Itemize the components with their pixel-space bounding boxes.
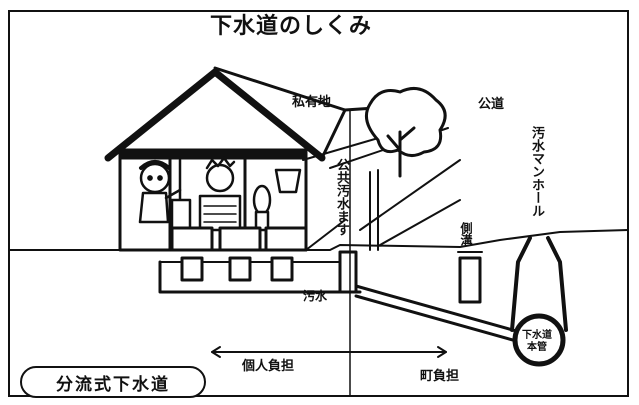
tree bbox=[364, 86, 447, 178]
sewer-main-label: 下水道本管 bbox=[522, 330, 552, 353]
system-type-badge: 分流式下水道 bbox=[20, 366, 206, 398]
burden-arrow bbox=[211, 346, 447, 358]
house-foundation bbox=[170, 226, 308, 252]
town-burden-label: 町負担 bbox=[420, 369, 460, 384]
wastewater-label: 汚水 bbox=[303, 289, 328, 303]
person-figure bbox=[138, 160, 182, 224]
ground-line bbox=[9, 229, 629, 251]
bathtub-figure bbox=[198, 156, 242, 232]
private-land-label: 私有地 bbox=[292, 95, 332, 110]
sewage-manhole-label: 汚水マンホール bbox=[529, 126, 544, 217]
public-sewage-basin-label: 公共汚水ます bbox=[334, 158, 349, 236]
side-gutter-label: 側溝 bbox=[459, 222, 473, 246]
public-road-label: 公道 bbox=[478, 97, 505, 112]
downpipe bbox=[369, 169, 379, 251]
lateral-pipe bbox=[354, 284, 522, 344]
public-sewage-basin bbox=[338, 250, 358, 294]
page-title: 下水道のしくみ bbox=[210, 14, 372, 39]
underground-drain bbox=[158, 256, 362, 294]
embankment bbox=[305, 159, 461, 251]
manhole bbox=[510, 236, 568, 367]
toilet bbox=[252, 168, 302, 232]
individual-burden-label: 個人負担 bbox=[242, 359, 295, 374]
side-gutter bbox=[457, 251, 483, 304]
